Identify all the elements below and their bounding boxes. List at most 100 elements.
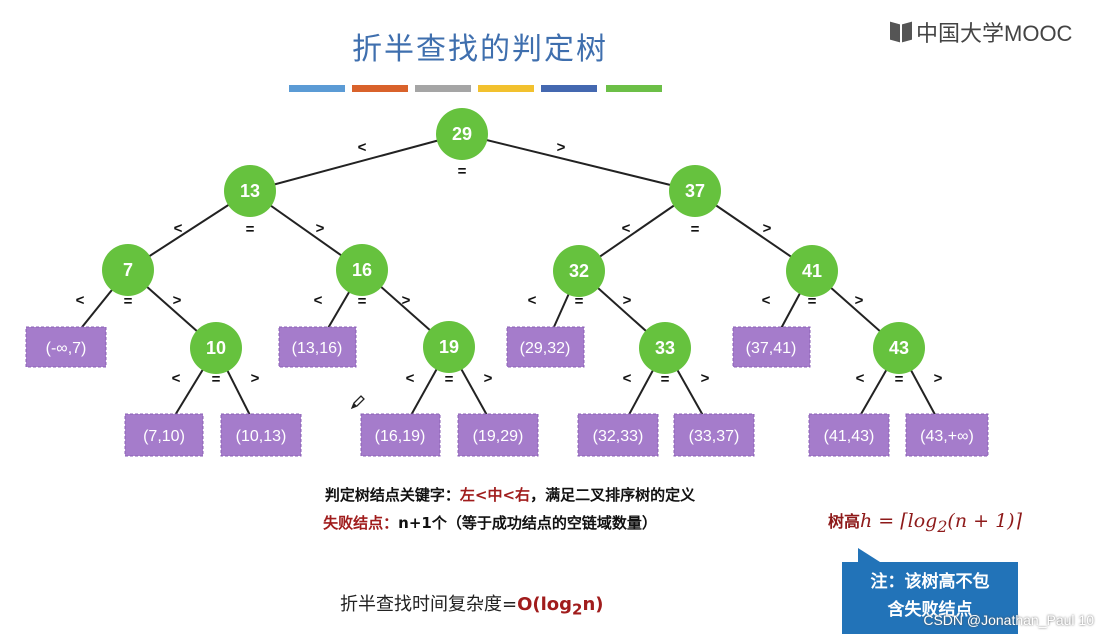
op-gt: >: [623, 292, 632, 309]
op-gt: >: [701, 370, 710, 387]
note-line-2: 含失败结点: [887, 600, 973, 620]
node-label: 37: [685, 181, 705, 201]
failure-node-heading: 失败结点：: [323, 514, 399, 532]
complexity-subscript: 2: [572, 600, 583, 619]
op-gt: >: [173, 292, 182, 309]
node-label: 33: [655, 338, 675, 358]
edge: [249, 133, 463, 192]
failure-node: (43,+∞): [905, 413, 989, 457]
note-line-1: 注：该树高不包: [870, 572, 990, 592]
op-gt: >: [557, 139, 566, 156]
key-order-rule: 左<中<右: [459, 486, 531, 504]
op-eq: =: [246, 221, 255, 238]
node-label: 13: [240, 181, 260, 201]
op-lt: <: [622, 220, 631, 237]
key-order-suffix: ，满足二叉排序树的定义: [530, 486, 696, 504]
decision-tree: < > = < > = < > = < > = < > = < > = < > …: [25, 108, 989, 457]
op-lt: <: [314, 292, 323, 309]
mooc-logo: 中国大学MOOC: [890, 18, 1072, 46]
tree-node: 32: [553, 245, 605, 297]
failure-nodes: (-∞,7) (13,16) (29,32) (37,41) (7,10) (1…: [25, 326, 989, 457]
failure-node: (37,41): [732, 326, 811, 368]
failure-node-label: (-∞,7): [46, 340, 87, 357]
pencil-cursor-icon: [350, 395, 365, 410]
failure-node-label: (43,+∞): [920, 428, 974, 445]
failure-node-label: (32,33): [593, 428, 644, 445]
node-label: 29: [452, 124, 472, 144]
failure-node-label: (7,10): [143, 428, 185, 445]
op-lt: <: [76, 292, 85, 309]
op-gt: >: [855, 292, 864, 309]
tree-node: 37: [669, 165, 721, 217]
tree-node: 19: [423, 321, 475, 373]
complexity-value: O(log2n): [517, 594, 604, 619]
watermark: CSDN @Jonathan_Paul 10: [923, 612, 1094, 628]
failure-node-label: (16,19): [375, 428, 426, 445]
node-label: 19: [439, 337, 459, 357]
op-eq: =: [691, 221, 700, 238]
failure-node: (7,10): [124, 413, 204, 457]
height-formula-tail: (n + 1)⌉: [947, 510, 1022, 532]
tree-node: 41: [786, 245, 838, 297]
color-bar-5: [541, 85, 597, 92]
key-order-prefix: 判定树结点关键字：: [324, 486, 460, 504]
failure-node-label: (29,32): [520, 340, 571, 357]
tree-node: 13: [224, 165, 276, 217]
failure-node-detail: n+1个（等于成功结点的空链域数量）: [398, 514, 657, 532]
tree-node: 10: [190, 322, 242, 374]
node-label: 16: [352, 260, 372, 280]
op-gt: >: [484, 370, 493, 387]
tree-node: 7: [102, 244, 154, 296]
failure-node: (10,13): [220, 413, 302, 457]
failure-node-label: (37,41): [746, 340, 797, 357]
color-bar-2: [352, 85, 408, 92]
edge: [461, 133, 696, 192]
op-lt: <: [358, 139, 367, 156]
op-lt: <: [528, 292, 537, 309]
failure-node: (41,43): [808, 413, 890, 457]
complexity-prefix: O(log: [517, 594, 573, 615]
op-eq: =: [895, 371, 904, 388]
failure-node: (33,37): [673, 413, 755, 457]
node-label: 7: [123, 260, 133, 280]
slide-title: 折半查找的判定树: [352, 32, 608, 67]
op-eq: =: [445, 371, 454, 388]
op-eq: =: [458, 163, 467, 180]
node-label: 43: [889, 338, 909, 358]
op-eq: =: [358, 293, 367, 310]
op-gt: >: [763, 220, 772, 237]
complexity-suffix: n): [582, 594, 604, 615]
tree-node: 33: [639, 322, 691, 374]
op-lt: <: [623, 370, 632, 387]
op-eq: =: [575, 293, 584, 310]
op-gt: >: [402, 292, 411, 309]
color-bar-1: [289, 85, 345, 92]
failure-node: (32,33): [577, 413, 659, 457]
height-note-callout: 注：该树高不包 含失败结点: [842, 548, 1018, 634]
failure-node-note: 失败结点：n+1个（等于成功结点的空链域数量）: [0, 512, 980, 533]
failure-node: (19,29): [457, 413, 539, 457]
failure-node: (16,19): [360, 413, 441, 457]
height-formula-subscript: 2: [937, 516, 948, 536]
tree-node: 16: [336, 244, 388, 296]
failure-node-label: (19,29): [473, 428, 524, 445]
tree-height-label: 树高: [828, 512, 861, 531]
node-label: 10: [206, 338, 226, 358]
node-label: 41: [802, 261, 822, 281]
internal-nodes: 29 13 37 7 16 32 41 10 19 33 43: [102, 108, 925, 374]
op-eq: =: [661, 371, 670, 388]
op-gt: >: [316, 220, 325, 237]
color-bar-4: [478, 85, 534, 92]
color-bar-6: [606, 85, 662, 92]
failure-node-label: (33,37): [689, 428, 740, 445]
color-bar-3: [415, 85, 471, 92]
op-gt: >: [251, 370, 260, 387]
failure-node-label: (41,43): [824, 428, 875, 445]
op-eq: =: [124, 293, 133, 310]
tree-node: 29: [436, 108, 488, 160]
op-gt: >: [934, 370, 943, 387]
tree-node: 43: [873, 322, 925, 374]
op-lt: <: [406, 370, 415, 387]
op-lt: <: [856, 370, 865, 387]
comparison-operators: < > = < > = < > = < > = < > = < > = < > …: [76, 139, 943, 388]
